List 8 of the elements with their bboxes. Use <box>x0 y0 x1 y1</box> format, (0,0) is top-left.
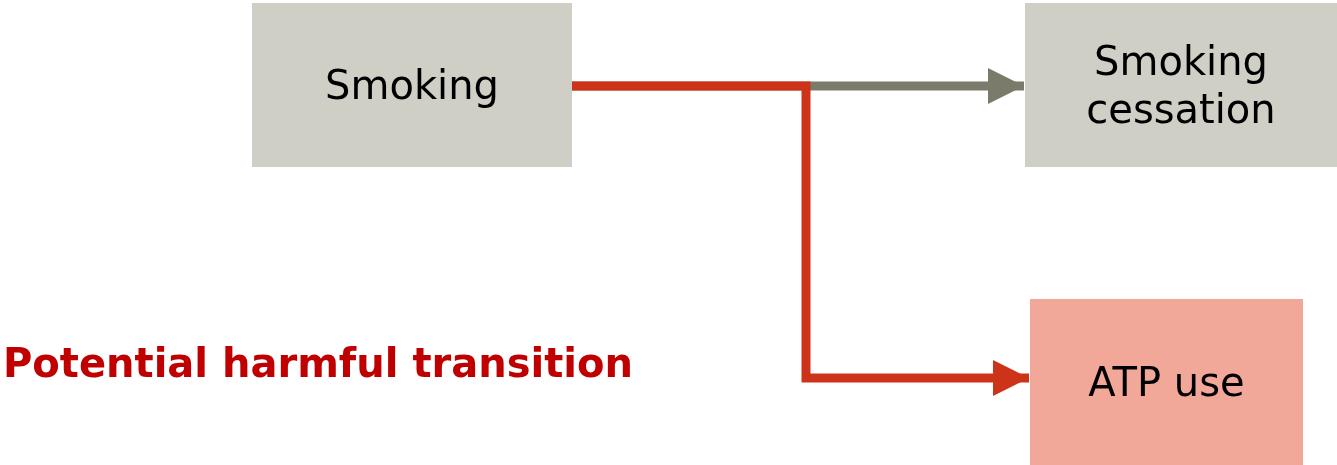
annotation-text: Potential harmful transition <box>3 340 633 386</box>
process-box <box>1025 3 1337 167</box>
node-label: ATP use <box>1088 358 1245 406</box>
process-box <box>252 3 572 167</box>
node-label: Smoking cessation <box>1085 37 1277 133</box>
node-label: Smoking <box>325 61 499 109</box>
process-box <box>1030 299 1303 465</box>
arrow <box>572 81 1029 396</box>
